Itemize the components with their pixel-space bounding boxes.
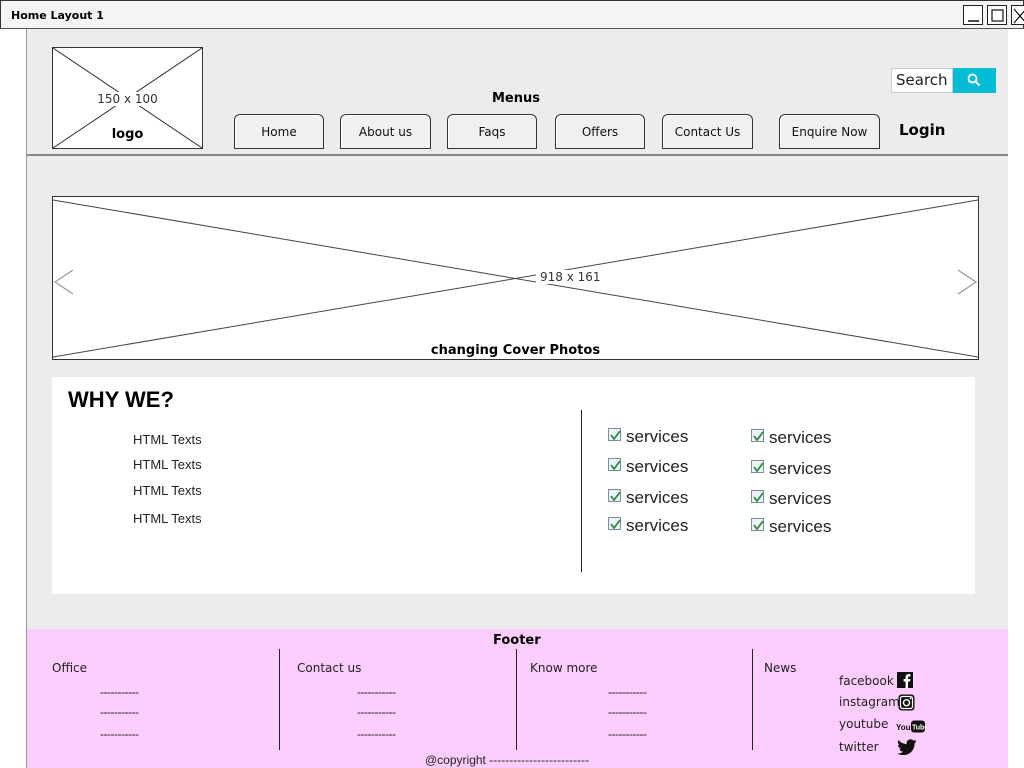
footer-divider (516, 649, 517, 750)
header-divider (27, 154, 1008, 156)
service-item[interactable]: services (751, 489, 831, 509)
footer-know-more-title: Know more (530, 661, 598, 675)
image-placeholder-icon (53, 199, 978, 358)
footer-contact-title: Contact us (297, 661, 362, 675)
service-label: services (626, 516, 689, 535)
minimize-icon (968, 20, 979, 22)
footer-office-line[interactable]: ----------- (100, 705, 139, 719)
social-facebook-label[interactable]: facebook (839, 674, 894, 688)
nav-enquire-now[interactable]: Enquire Now (779, 114, 880, 149)
checkbox-checked-icon[interactable] (608, 517, 621, 530)
checkbox-checked-icon[interactable] (751, 490, 764, 503)
checkbox-checked-icon[interactable] (751, 460, 764, 473)
service-item[interactable]: services (751, 517, 831, 537)
footer-divider (752, 649, 753, 750)
title-bar: Home Layout 1 (0, 0, 1024, 29)
footer-title: Footer (493, 633, 541, 648)
why-we-title: WHY WE? (68, 387, 174, 412)
service-label: services (626, 427, 689, 446)
social-twitter-label[interactable]: twitter (839, 740, 879, 754)
social-youtube-label[interactable]: youtube (839, 717, 889, 731)
facebook-icon[interactable] (897, 672, 913, 688)
service-label: services (769, 517, 832, 536)
cover-caption: changing Cover Photos (430, 343, 601, 358)
footer-divider (279, 649, 280, 750)
footer-news-title: News (764, 661, 797, 675)
service-label: services (626, 457, 689, 476)
social-instagram-label[interactable]: instagram (839, 695, 900, 709)
service-label: services (769, 489, 832, 508)
logo-label: logo (111, 127, 144, 142)
service-label: services (769, 459, 832, 478)
search-button[interactable] (953, 68, 996, 93)
service-label: services (769, 428, 832, 447)
checkbox-checked-icon[interactable] (751, 429, 764, 442)
copyright-text: @copyright ------------------------- (425, 753, 590, 767)
service-item[interactable]: services (608, 457, 688, 477)
twitter-icon[interactable] (898, 739, 917, 755)
footer-office-line[interactable]: ----------- (100, 685, 139, 699)
nav-contact-us[interactable]: Contact Us (662, 114, 753, 149)
search-icon (967, 73, 981, 87)
footer-contact-line[interactable]: ----------- (357, 685, 396, 699)
nav-offers[interactable]: Offers (555, 114, 645, 149)
footer-know-more-line[interactable]: ----------- (608, 685, 647, 699)
footer: Footer Office ----------- ----------- --… (27, 629, 1008, 768)
why-divider (581, 410, 582, 572)
window-title: Home Layout 1 (11, 9, 104, 22)
service-item[interactable]: services (751, 459, 831, 479)
service-item[interactable]: services (608, 516, 688, 536)
close-button[interactable] (1011, 5, 1024, 25)
close-icon (1013, 8, 1024, 24)
instagram-icon[interactable] (898, 694, 915, 711)
nav-home[interactable]: Home (234, 114, 324, 149)
service-item[interactable]: services (608, 427, 688, 447)
chevron-left-icon[interactable] (53, 268, 75, 296)
right-margin (1008, 29, 1024, 768)
nav-faqs[interactable]: Faqs (447, 114, 537, 149)
footer-know-more-line[interactable]: ----------- (608, 705, 647, 719)
maximize-icon (991, 9, 1004, 22)
checkbox-checked-icon[interactable] (751, 518, 764, 531)
svg-text:You: You (896, 723, 911, 732)
service-item[interactable]: services (608, 488, 688, 508)
chevron-right-icon[interactable] (956, 268, 978, 296)
logo-size-label: 150 x 100 (96, 92, 159, 106)
nav-about-us[interactable]: About us (340, 114, 431, 149)
checkbox-checked-icon[interactable] (608, 458, 621, 471)
footer-contact-line[interactable]: ----------- (357, 727, 396, 741)
left-margin (0, 29, 27, 768)
footer-office-line[interactable]: ----------- (100, 727, 139, 741)
html-text-item: HTML Texts (133, 483, 202, 498)
svg-text:Tube: Tube (912, 725, 926, 732)
footer-contact-line[interactable]: ----------- (357, 705, 396, 719)
login-link[interactable]: Login (899, 121, 946, 139)
maximize-button[interactable] (987, 5, 1007, 25)
minimize-button[interactable] (963, 5, 983, 25)
cover-photo-carousel[interactable]: 918 x 161 changing Cover Photos (52, 196, 979, 360)
why-we-section: WHY WE? HTML Texts HTML Texts HTML Texts… (52, 377, 975, 594)
html-text-item: HTML Texts (133, 432, 202, 447)
footer-office-title: Office (52, 661, 88, 675)
cover-size-label: 918 x 161 (536, 270, 605, 284)
logo-placeholder[interactable]: 150 x 100 logo (52, 47, 203, 149)
menus-label: Menus (491, 91, 540, 106)
html-text-item: HTML Texts (133, 511, 202, 526)
youtube-icon[interactable]: You Tube (896, 720, 926, 733)
footer-know-more-line[interactable]: ----------- (608, 727, 647, 741)
checkbox-checked-icon[interactable] (608, 428, 621, 441)
service-item[interactable]: services (751, 428, 831, 448)
search-input[interactable]: Search (891, 68, 953, 93)
service-label: services (626, 488, 689, 507)
checkbox-checked-icon[interactable] (608, 489, 621, 502)
html-text-item: HTML Texts (133, 457, 202, 472)
